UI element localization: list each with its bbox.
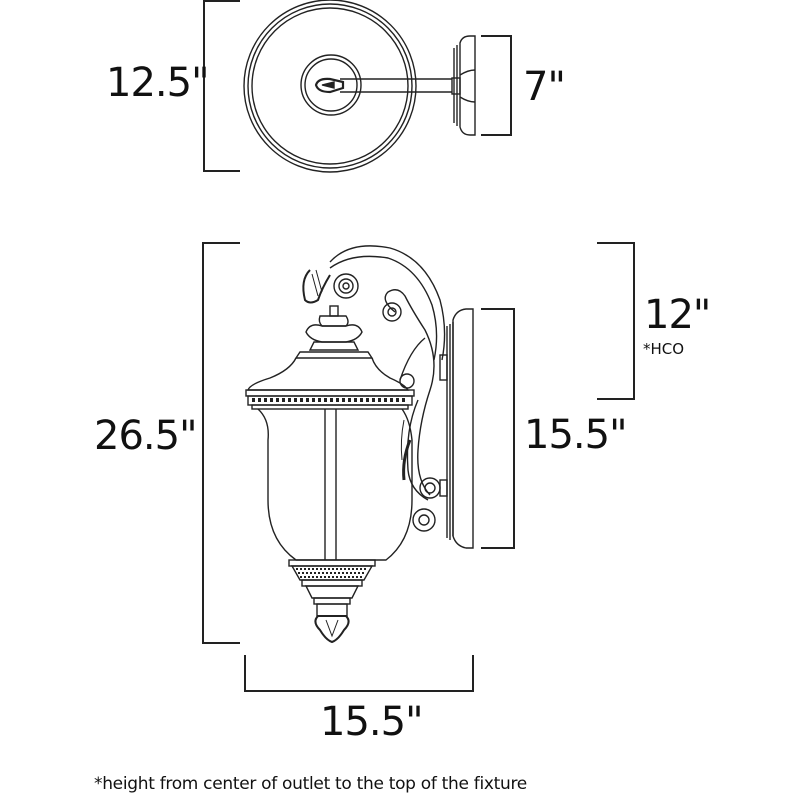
backplate-depth-bracket: [481, 35, 512, 136]
lantern-finial: [305, 305, 363, 351]
top-view-arm: [314, 77, 452, 94]
width-dimension-bracket: [244, 655, 474, 692]
lantern-glass: [257, 408, 413, 561]
backplate-depth-label: 7": [523, 64, 566, 110]
height-dimension-bracket: [202, 242, 240, 644]
lantern-bottom-collar: [288, 559, 376, 644]
top-view-canopy: [243, 0, 417, 173]
depth-dimension-bracket: [203, 0, 240, 172]
scroll-arm: [302, 245, 446, 532]
top-view-backplate: [451, 35, 476, 136]
hco-dimension-label: 12": [644, 292, 711, 338]
side-view-backplate: [439, 308, 474, 549]
width-dimension-label: 15.5": [320, 699, 423, 745]
backplate-height-label: 15.5": [524, 412, 627, 458]
hco-note: *HCO: [643, 340, 685, 358]
backplate-height-bracket: [481, 308, 515, 549]
depth-dimension-label: 12.5": [106, 60, 209, 106]
lantern-cap: [245, 351, 415, 410]
hco-dimension-bracket: [597, 242, 635, 400]
height-dimension-label: 26.5": [94, 413, 197, 459]
footnote: *height from center of outlet to the top…: [94, 774, 527, 794]
